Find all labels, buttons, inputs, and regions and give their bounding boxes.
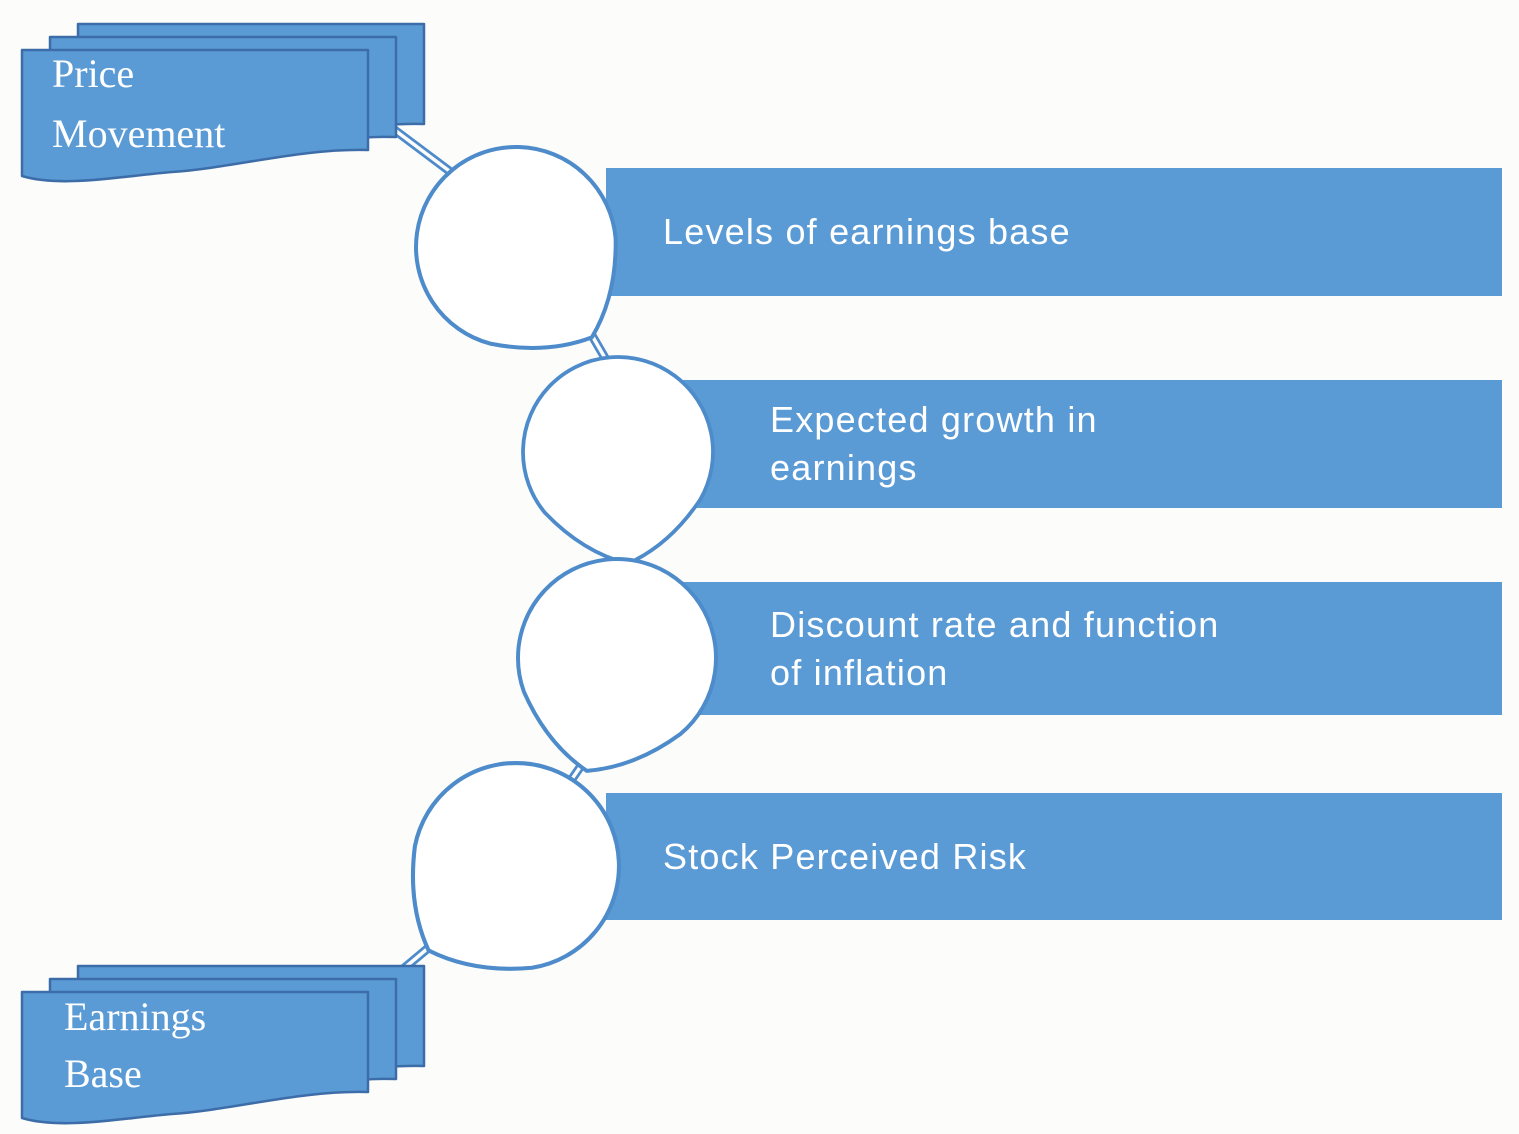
bar-text: Levels of earnings base <box>606 168 1502 296</box>
connector-price-movement-to-balloon-1 <box>389 124 455 177</box>
connector-balloon-1-to-balloon-2 <box>586 329 616 373</box>
bar-label-line: Levels of earnings base <box>663 211 1071 252</box>
label-line: Base <box>64 1051 142 1096</box>
bar-text: Discount rate and function of inflation <box>645 582 1502 715</box>
label-line: Price <box>52 51 135 96</box>
bar-text: Expected growth in earnings <box>640 380 1502 508</box>
label-price-movement: Price Movement <box>52 44 225 164</box>
label-earnings-base: Earnings Base <box>64 988 206 1102</box>
bar-levels-of-earnings-base: Levels of earnings base <box>606 168 1502 296</box>
bar-label-line: Discount rate and function <box>770 603 1220 645</box>
bar-stock-perceived-risk: Stock Perceived Risk <box>606 793 1502 920</box>
bar-text: Stock Perceived Risk <box>606 793 1502 920</box>
bar-label-line: earnings <box>770 447 918 488</box>
connector-balloon-3-to-balloon-4 <box>557 757 589 798</box>
label-line: Earnings <box>64 994 207 1039</box>
connector-balloon-4-to-earnings-base <box>387 940 436 984</box>
bar-label-line: of inflation <box>770 651 949 693</box>
bar-discount-rate-and-function-of-inflation: Discount rate and function of inflation <box>645 582 1502 715</box>
label-line: Movement <box>52 111 226 156</box>
bar-expected-growth-in-earnings: Expected growth in earnings <box>640 380 1502 508</box>
bar-label-line: Expected growth in <box>770 399 1098 440</box>
connector-balloon-2-to-balloon-3 <box>621 548 646 587</box>
bar-label-line: Stock Perceived Risk <box>663 835 1028 877</box>
